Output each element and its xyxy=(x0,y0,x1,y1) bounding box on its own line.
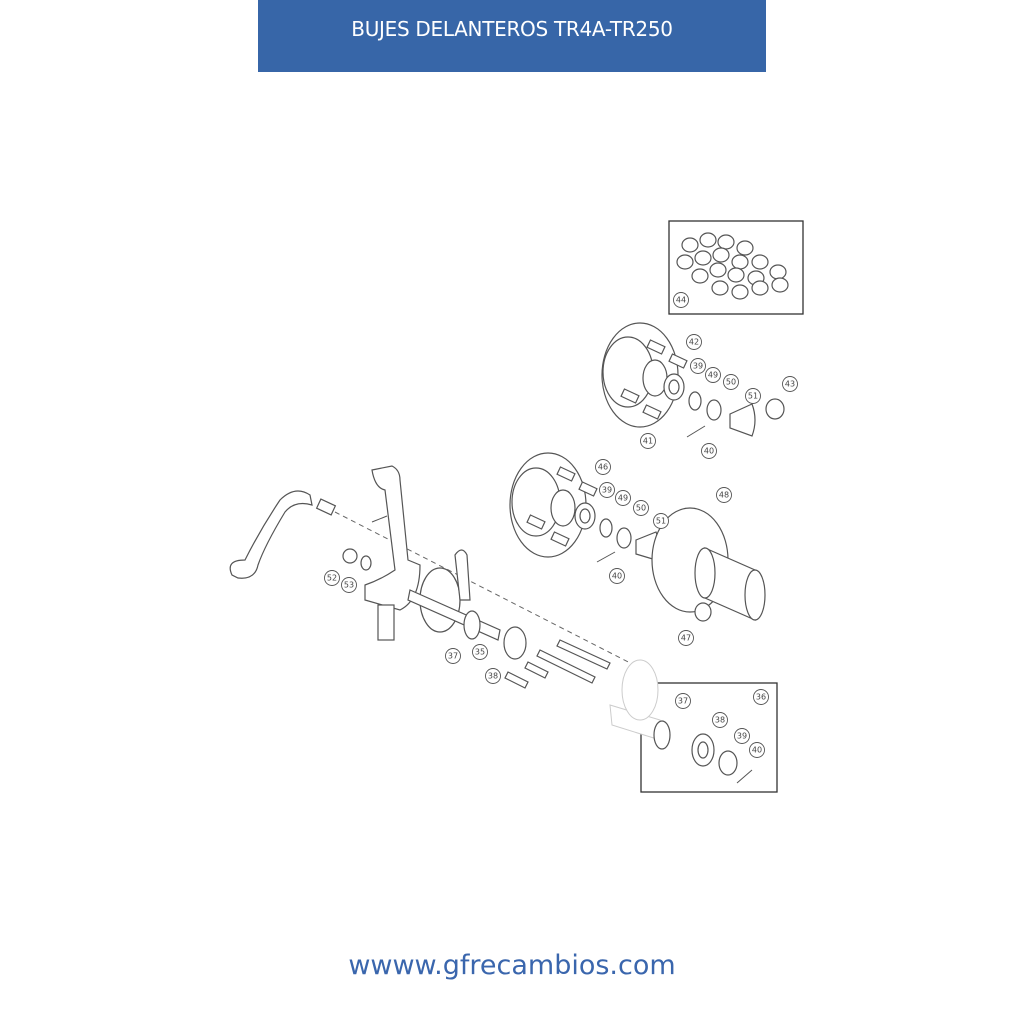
splined-hub-adaptor xyxy=(651,507,766,622)
part-callout: 46 xyxy=(595,459,611,475)
part-callout: 42 xyxy=(686,334,702,350)
part-number: 39 xyxy=(602,486,612,495)
part-callout: 40 xyxy=(749,742,765,758)
part-number: 52 xyxy=(327,574,337,583)
wheel-nut xyxy=(691,268,709,284)
part-callout: 38 xyxy=(712,712,728,728)
part-number: 42 xyxy=(689,338,699,347)
wheel-nut xyxy=(717,234,735,250)
part-callout: 49 xyxy=(705,367,721,383)
part-callout: 39 xyxy=(690,358,706,374)
part-number: 39 xyxy=(693,362,703,371)
part-number: 35 xyxy=(475,648,485,657)
website-url[interactable]: wwww.gfrecambios.com xyxy=(0,950,1024,981)
faded-upright-ghost xyxy=(609,659,661,741)
steering-arm xyxy=(229,490,337,579)
part-number: 38 xyxy=(715,716,725,725)
part-number: 53 xyxy=(344,581,354,590)
wheel-nut xyxy=(699,232,717,248)
part-callout: 37 xyxy=(675,693,691,709)
wheel-nut xyxy=(771,277,789,293)
wheel-nut xyxy=(731,254,749,270)
part-callout: 49 xyxy=(615,490,631,506)
bearing-kit-inset-box xyxy=(640,682,778,793)
page-title: BUJES DELANTEROS TR4A-TR250 xyxy=(351,17,673,41)
wheel-nut xyxy=(731,284,749,300)
part-callout: 38 xyxy=(485,668,501,684)
part-callout: 40 xyxy=(701,443,717,459)
part-number: 40 xyxy=(752,746,762,755)
part-number: 38 xyxy=(488,672,498,681)
part-callout: 41 xyxy=(640,433,656,449)
wheel-nuts-inset-box xyxy=(668,220,804,315)
part-number: 44 xyxy=(676,296,686,305)
wheel-nut xyxy=(727,267,745,283)
part-number: 51 xyxy=(656,517,666,526)
wheel-nut xyxy=(681,237,699,253)
wheel-nut xyxy=(751,254,769,270)
part-number: 49 xyxy=(708,371,718,380)
part-callout: 51 xyxy=(653,513,669,529)
part-callout: 39 xyxy=(599,482,615,498)
part-number: 41 xyxy=(643,437,653,446)
part-callout: 37 xyxy=(445,648,461,664)
part-callout: 48 xyxy=(716,487,732,503)
lower-hub-assembly xyxy=(509,452,660,563)
part-number: 39 xyxy=(737,732,747,741)
part-number: 43 xyxy=(785,380,795,389)
part-number: 36 xyxy=(756,693,766,702)
part-number: 50 xyxy=(636,504,646,513)
part-number: 46 xyxy=(598,463,608,472)
part-callout: 36 xyxy=(753,689,769,705)
wheel-nut xyxy=(736,240,754,256)
part-callout: 50 xyxy=(633,500,649,516)
part-callout: 51 xyxy=(745,388,761,404)
part-number: 50 xyxy=(726,378,736,387)
stub-axle-upright xyxy=(342,465,527,660)
wheel-nut xyxy=(709,262,727,278)
part-number: 49 xyxy=(618,494,628,503)
upper-hub-assembly xyxy=(601,322,785,438)
part-callout: 35 xyxy=(472,644,488,660)
part-callout: 44 xyxy=(673,292,689,308)
part-number: 37 xyxy=(448,652,458,661)
part-number: 37 xyxy=(678,697,688,706)
part-callout: 52 xyxy=(324,570,340,586)
wheel-nut xyxy=(751,280,769,296)
part-number: 40 xyxy=(704,447,714,456)
part-callout: 53 xyxy=(341,577,357,593)
part-callout: 50 xyxy=(723,374,739,390)
part-number: 48 xyxy=(719,491,729,500)
wheel-nut xyxy=(769,264,787,280)
page-title-banner: BUJES DELANTEROS TR4A-TR250 xyxy=(258,0,766,72)
wheel-nut xyxy=(694,250,712,266)
part-callout: 47 xyxy=(678,630,694,646)
wheel-nut xyxy=(712,247,730,263)
bearing-kit-parts xyxy=(653,720,753,784)
part-callout: 43 xyxy=(782,376,798,392)
part-number: 47 xyxy=(681,634,691,643)
bolts xyxy=(504,639,611,689)
wheel-nuts-group xyxy=(676,232,789,300)
wheel-nut xyxy=(676,254,694,270)
wheel-nut xyxy=(711,280,729,296)
part-callout: 40 xyxy=(609,568,625,584)
part-number: 40 xyxy=(612,572,622,581)
part-callout: 39 xyxy=(734,728,750,744)
website-link[interactable]: wwww.gfrecambios.com xyxy=(348,950,676,981)
part-number: 51 xyxy=(748,392,758,401)
